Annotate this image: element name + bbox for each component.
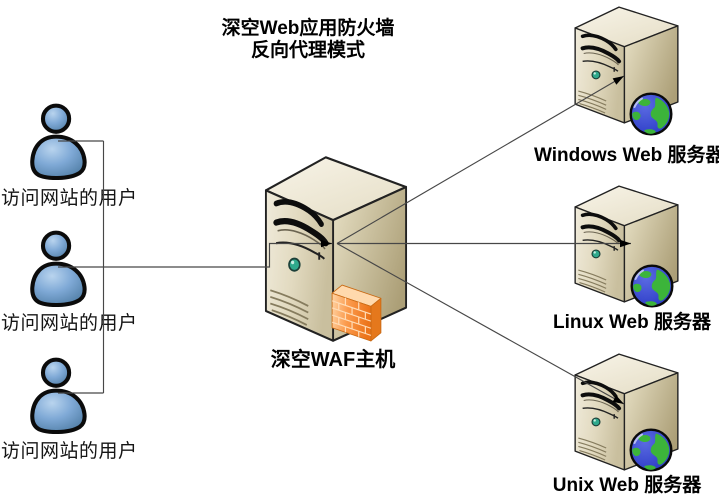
user-3-label: 访问网站的用户 — [1, 441, 138, 462]
unix-server-globe-icon — [629, 428, 673, 472]
windows-server-label: Windows Web 服务器 — [534, 145, 719, 166]
linux-server-label: Linux Web 服务器 — [553, 312, 711, 333]
user-1-label: 访问网站的用户 — [1, 188, 138, 209]
windows-server-globe-icon — [629, 92, 673, 136]
diagram-title: 深空Web应用防火墙 反向代理模式 — [186, 18, 430, 62]
waf-host-label: 深空WAF主机 — [270, 349, 396, 371]
user-2-label: 访问网站的用户 — [1, 313, 138, 334]
unix-server-label: Unix Web 服务器 — [552, 475, 702, 496]
title-line-2: 反向代理模式 — [250, 40, 365, 61]
firewall-icon — [331, 284, 382, 342]
user-1-person-icon — [27, 102, 89, 180]
linux-server-globe-icon — [630, 264, 674, 308]
user-3-person-icon — [27, 356, 89, 434]
title-line-1: 深空Web应用防火墙 — [221, 18, 395, 39]
user-2-person-icon — [27, 229, 89, 307]
